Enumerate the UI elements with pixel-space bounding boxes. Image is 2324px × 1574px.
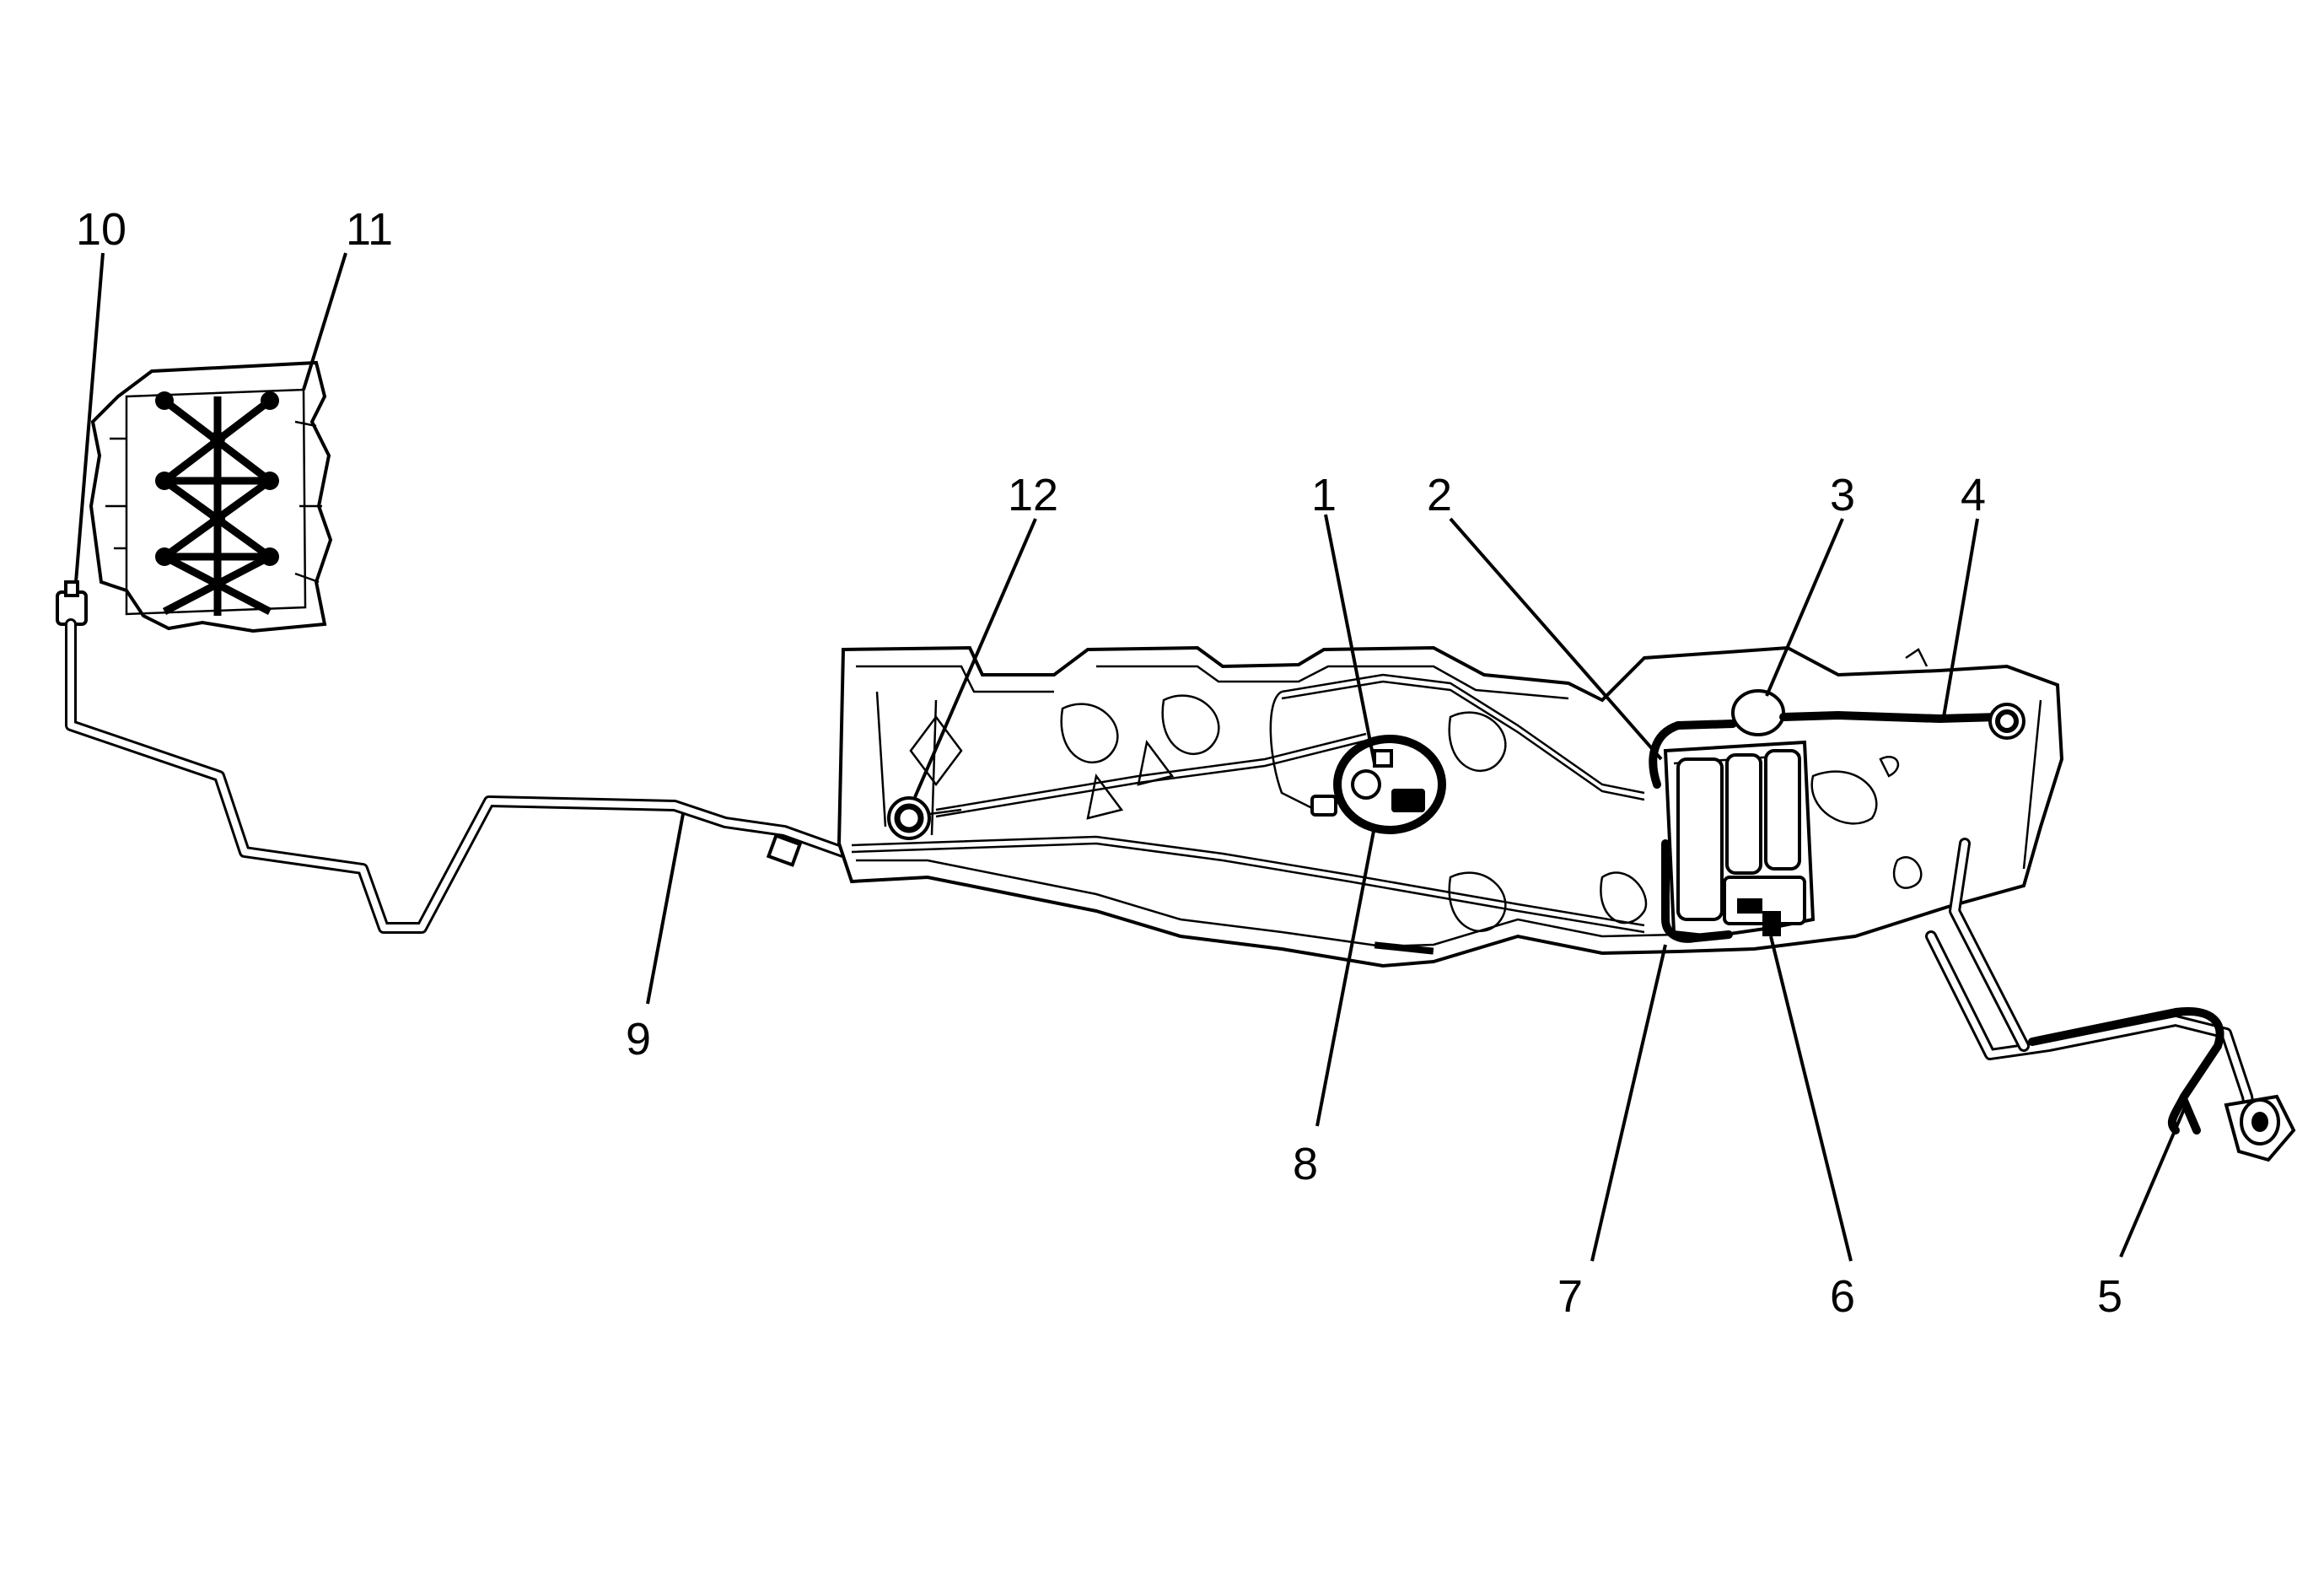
leader-line-1 [1324,514,1376,764]
tank-lines [851,673,1645,934]
leader-line-3 [1765,518,1844,697]
leader-line-2 [1449,517,1663,761]
manifold-bolts [155,391,279,566]
leader-line-12 [913,518,1037,798]
leader-line-11 [302,252,347,391]
callout-6: 6 [1830,1271,1855,1322]
vent-line [1674,689,2025,740]
leader-line-4 [1942,518,1979,718]
leader-line-10 [74,252,105,583]
secondary-fuel-sender [887,796,962,840]
fuel-tank [837,645,2064,968]
fuel-filler-pipe [1925,838,2296,1162]
leader-line-9 [646,813,685,1005]
callout-8: 8 [1293,1139,1318,1189]
leader-line-8 [1315,826,1376,1127]
fuel-pump-module [1310,735,1446,834]
callout-labels: 1 2 3 4 5 6 7 8 9 10 11 12 [76,204,2122,1322]
fuel-feed-fitting [56,580,88,626]
callout-11: 11 [346,204,393,255]
callout-2: 2 [1427,470,1452,520]
callout-1: 1 [1311,470,1337,520]
callout-5: 5 [2097,1271,2122,1322]
leader-line-5 [2119,1108,2186,1258]
leader-line-6 [1769,935,1853,1262]
callout-12: 12 [1008,470,1058,520]
callout-7: 7 [1557,1271,1583,1322]
intake-manifold [89,360,333,633]
callout-3: 3 [1830,470,1855,520]
leader-line-7 [1590,944,1667,1262]
evap-canister [1649,721,1816,943]
leader-lines [74,252,2186,1262]
callout-4: 4 [1961,470,1986,520]
callout-9: 9 [626,1014,651,1065]
fuel-feed-pipe [65,618,1018,934]
callout-10: 10 [76,204,126,255]
